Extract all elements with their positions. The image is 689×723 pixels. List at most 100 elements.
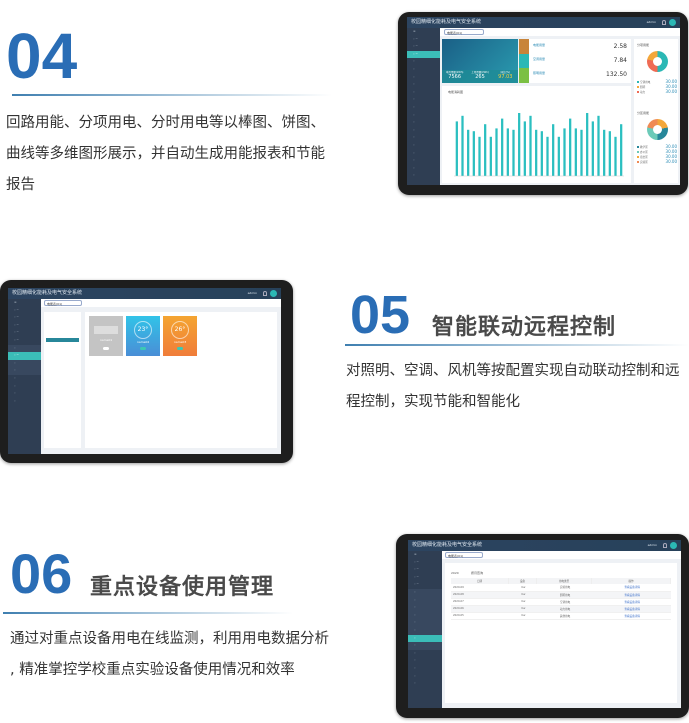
bar[interactable] [506,128,509,176]
section-number: 04 [6,20,78,92]
pie-chart [647,119,668,140]
kpi-value: 7.84 [613,57,627,64]
bar[interactable] [603,129,606,176]
bar[interactable] [512,129,515,176]
bar[interactable] [501,118,504,176]
period-filter[interactable]: 按月查询 [471,571,484,575]
detail-link[interactable]: 查看设备详情 [591,591,671,599]
bar[interactable] [495,128,498,176]
bar[interactable] [620,124,623,176]
app-title: 校园精细化能耗及电气安全系统 [412,542,483,548]
detail-link[interactable]: 查看设备详情 [591,605,671,613]
meter-select[interactable]: 电能表(01) [445,552,483,558]
sidebar: ≡◦ ─◦ ─◦ ─◦ ─◦◦◦◦◦◦◦◦◦◦◦◦◦ [408,551,442,708]
bar[interactable] [535,129,538,176]
device-card[interactable]: name01 [89,316,123,356]
section-number: 06 [10,542,73,605]
stat-value: 97.03 [498,74,513,80]
kpi-value: 2.58 [613,43,627,50]
meter-select[interactable]: 电能表(01) [444,29,484,35]
bar[interactable] [597,115,600,176]
bar[interactable] [591,121,594,176]
device-card[interactable]: 23° name02 [126,316,160,356]
bar[interactable] [484,124,487,176]
stat-value: 265 [475,74,485,80]
section-description: 对照明、空调、风机等按配置实现自动联动控制和远 程控制，实现节能和智能化 [346,356,689,418]
avatar[interactable] [669,19,676,26]
text-line: 曲线等多维图形展示，并自动生成用能报表和节能 [6,146,325,162]
bar[interactable] [523,121,526,176]
bar[interactable] [552,124,555,176]
bar[interactable] [557,136,560,176]
detail-link[interactable]: 查看设备详情 [591,584,671,592]
user-name[interactable]: admin [646,20,656,24]
avatar[interactable] [670,542,677,549]
bar[interactable] [478,136,481,176]
toggle[interactable] [177,347,183,350]
device-tree [44,312,81,448]
user-name[interactable]: admin [647,543,657,547]
device-panel: name01 23° name02 26° name03 [85,312,277,448]
section-number: 05 [350,285,411,345]
bar[interactable] [518,113,521,176]
stat-value: 7566 [448,74,462,80]
text-line: 程控制，实现节能和智能化 [346,394,520,410]
detail-link[interactable]: 查看设备详情 [591,598,671,606]
bell-icon[interactable] [662,20,666,25]
bar[interactable] [614,136,617,176]
bar[interactable] [529,115,532,176]
avatar[interactable] [270,290,277,297]
divider [345,344,689,346]
meter-select[interactable]: 电能表(01) [44,300,82,306]
bar[interactable] [563,128,566,176]
bell-icon[interactable] [663,543,667,548]
section-description: 通过对重点设备用电在线监测，利用用电数据分析 , 精准掌控学校重点实验设备使用情… [10,624,350,686]
detail-link[interactable]: 查看设备详情 [591,612,671,620]
bar[interactable] [472,131,475,176]
toggle[interactable] [103,347,109,350]
table-header: 日期设备用电类型操作 [451,578,671,584]
bar[interactable] [608,131,611,176]
pie-chart [647,51,668,72]
device-card[interactable]: 26° name03 [163,316,197,356]
year-filter[interactable]: 2020 [451,571,459,575]
bar[interactable] [574,128,577,176]
bell-icon[interactable] [263,291,267,296]
bar[interactable] [461,115,464,176]
app-title: 校园精细化能耗及电气安全系统 [411,19,482,25]
user-name[interactable]: admin [247,291,257,295]
section-description: 回路用能、分项用电、分时用电等以棒图、饼图、 曲线等多维图形展示，并自动生成用能… [6,108,346,201]
text-line: , 精准掌控学校重点实验设备使用情况和效率 [10,662,295,678]
toggle[interactable] [140,347,146,350]
bar[interactable] [467,129,470,176]
bar[interactable] [580,129,583,176]
text-line: 通过对重点设备用电在线监测，利用用电数据分析 [10,631,329,647]
tablet-table: 校园精细化能耗及电气安全系统 admin ≡◦ ─◦ ─◦ ─◦ ─◦◦◦◦◦◦◦… [396,534,689,718]
chart-title: 电能消耗图 [448,90,464,94]
bar[interactable] [546,136,549,176]
bar[interactable] [586,113,589,176]
bar[interactable] [569,118,572,176]
bar[interactable] [489,136,492,176]
bar-chart [454,113,624,177]
banner: 本月用量(kWh)7566 上月用量(kWh)265 同比(%)97.03 [442,39,518,83]
section-title: 重点设备使用管理 [90,575,275,600]
sidebar: ≡◦ ─◦ ─◦ ─◦ ─◦ ─◦◦ ─◦◦◦◦◦◦ [8,299,41,454]
bar[interactable] [455,121,458,176]
bar[interactable] [540,131,543,176]
